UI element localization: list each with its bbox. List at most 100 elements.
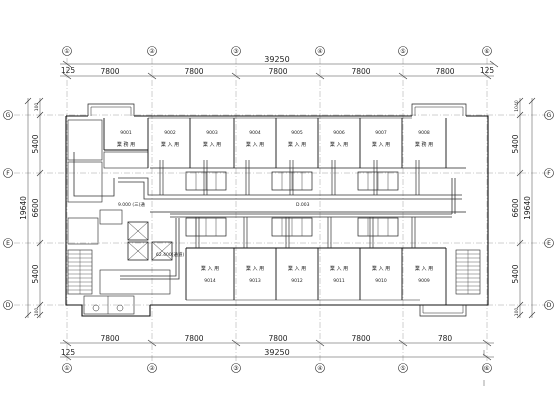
- room-number: 9007: [375, 130, 387, 136]
- room-name: 業 入 用: [201, 265, 219, 272]
- right-dimension-chain: 1040 5400 6600 5400 100 19640: [511, 97, 536, 319]
- top-total-dimension: 39250: [264, 55, 289, 64]
- vertical-grid-lines: [66, 58, 488, 362]
- svg-text:F: F: [547, 170, 551, 177]
- bottom-axis-bubbles: ① ② ③ ④ ⑤ ⑥: [62, 363, 492, 373]
- bottom-left-service-rooms: [83, 269, 171, 315]
- right-span-5: 100: [514, 308, 520, 317]
- room-number: 9014: [204, 278, 216, 284]
- right-total-dimension: 19640: [523, 196, 532, 220]
- top-axis-bubbles: ① ② ③ ④ ⑤ ⑥: [62, 46, 492, 56]
- axis-bubble-bottom-5: ⑤: [398, 363, 408, 373]
- svg-text:⑤: ⑤: [400, 48, 405, 55]
- axis-bubble-top-1: ①: [62, 46, 72, 56]
- bottom-room-labels: 業 入 用 9014 業 入 用 9013 業 入 用 9012 業 入 用 9…: [201, 265, 433, 284]
- svg-text:②: ②: [149, 365, 155, 372]
- axis-bubble-top-6: ⑥: [482, 46, 492, 56]
- room-number: 9010: [375, 278, 387, 284]
- building-outline: [65, 103, 489, 317]
- svg-text:⑤: ⑤: [400, 365, 405, 372]
- hvac-ducts: [73, 152, 462, 280]
- bottom-span-4: 7800: [351, 334, 370, 343]
- room-name: 業 入 用: [203, 141, 221, 148]
- bottom-span-5: 780: [438, 334, 453, 343]
- left-total-dimension: 19640: [19, 196, 28, 220]
- axis-bubble-top-2: ②: [147, 46, 157, 56]
- right-span-1: 1040: [514, 100, 520, 112]
- top-room-labels: 9001 業 務 用 9002 業 入 用 9003 業 入 用 9004 業 …: [117, 130, 433, 148]
- top-span-3: 7800: [268, 67, 287, 76]
- room-number: 9008: [418, 130, 430, 136]
- room-name: 業 務 用: [415, 141, 433, 148]
- axis-bubble-right-f: F: [544, 168, 554, 178]
- room-number: 9006: [333, 130, 345, 136]
- axis-bubble-left-g: G: [3, 110, 13, 120]
- left-stair: [67, 249, 93, 295]
- elevator-core: [67, 209, 173, 261]
- axis-bubble-left-d: D: [3, 300, 13, 310]
- top-span-5: 7800: [435, 67, 454, 76]
- top-span-1: 7800: [100, 67, 119, 76]
- axis-bubble-bottom-3: ③: [231, 363, 241, 373]
- left-end-rooms: [67, 119, 149, 203]
- svg-text:D: D: [547, 302, 552, 309]
- svg-text:E: E: [6, 240, 10, 247]
- room-name: 業 入 用: [288, 141, 306, 148]
- axis-bubble-bottom-4: ④: [315, 363, 325, 373]
- svg-text:⑥: ⑥: [484, 365, 489, 372]
- annotation-corridor-left: 9.000 (三)通: [118, 201, 145, 208]
- top-span-4: 7800: [351, 67, 370, 76]
- left-dimension-chain: 19640 100 5400 6600 5400 100: [19, 97, 44, 319]
- room-name: 業 入 用: [161, 141, 179, 148]
- corridor-walls: [150, 167, 466, 213]
- axis-bubble-right-e: E: [544, 238, 554, 248]
- svg-text:⑥: ⑥: [484, 48, 489, 55]
- room-name: 業 入 用: [246, 265, 264, 272]
- axis-bubble-bottom-2: ②: [147, 363, 157, 373]
- room-name: 業 入 用: [330, 141, 348, 148]
- top-room-partitions: [103, 118, 447, 168]
- room-name: 業 入 用: [246, 141, 264, 148]
- svg-text:G: G: [6, 112, 11, 119]
- left-span-5: 100: [34, 308, 40, 317]
- svg-text:③: ③: [233, 365, 238, 372]
- room-number: 9005: [291, 130, 303, 136]
- left-span-3: 6600: [31, 198, 40, 217]
- bottom-span-1: 7800: [100, 334, 119, 343]
- axis-bubble-top-3: ③: [231, 46, 241, 56]
- left-span-4: 5400: [31, 264, 40, 283]
- axis-bubble-top-5: ⑤: [398, 46, 408, 56]
- svg-text:④: ④: [317, 48, 322, 55]
- right-span-4: 5400: [511, 264, 520, 283]
- svg-text:①: ①: [64, 48, 69, 55]
- room-number: 9011: [333, 278, 345, 284]
- bottom-span-2: 7800: [184, 334, 203, 343]
- left-span-2: 5400: [31, 134, 40, 153]
- room-name: 業 入 用: [288, 265, 306, 272]
- bottom-dimension-chain: 7800 7800 7800 7800 780 39250 125: [60, 334, 494, 361]
- bottom-total-dimension: 39250: [264, 348, 289, 357]
- top-edge-left: 125: [61, 66, 76, 75]
- room-name: 業 入 用: [372, 265, 390, 272]
- room-name: 業 務 用: [117, 141, 135, 148]
- room-number: 9009: [418, 278, 430, 284]
- svg-text:D: D: [6, 302, 11, 309]
- right-axis-bubbles: G F E D: [544, 110, 554, 310]
- svg-text:F: F: [6, 170, 10, 177]
- top-span-2: 7800: [184, 67, 203, 76]
- right-stair: [455, 249, 481, 295]
- axis-bubble-right-g: G: [544, 110, 554, 120]
- room-number: 9013: [249, 278, 261, 284]
- annotation-corridor-mid: D.003: [296, 202, 310, 208]
- right-span-3: 6600: [511, 198, 520, 217]
- svg-text:①: ①: [64, 365, 69, 372]
- left-axis-bubbles: G F E D: [3, 110, 13, 310]
- annotation-corridor-low: 62.400(通道): [156, 251, 185, 258]
- top-dimension-chain: 39250 125 125 7800 7800 7800 7800 7800: [60, 55, 499, 80]
- room-number: 9012: [291, 278, 303, 284]
- axis-bubble-bottom-6: ⑥: [482, 363, 492, 373]
- bottom-edge-left: 125: [61, 348, 76, 357]
- room-name: 業 入 用: [415, 265, 433, 272]
- svg-text:④: ④: [317, 365, 322, 372]
